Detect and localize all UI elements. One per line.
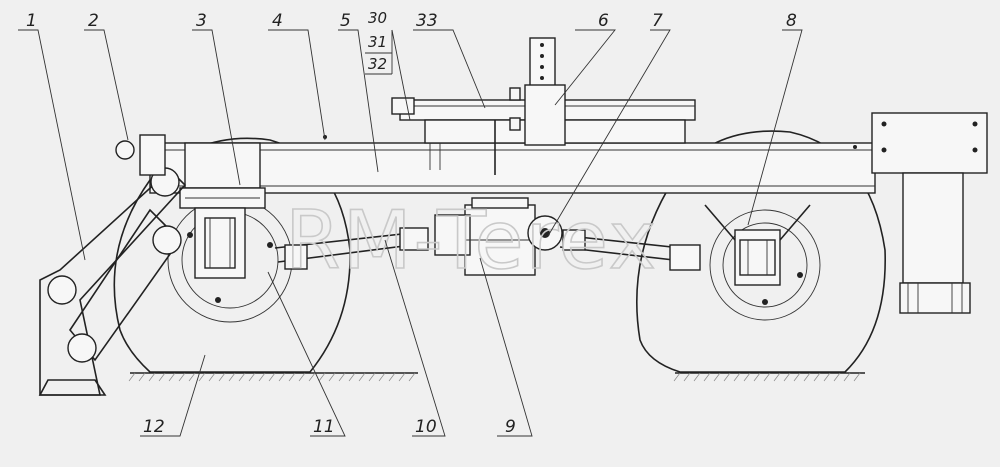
callout-9: 9 bbox=[505, 417, 516, 437]
callout-10: 10 bbox=[415, 417, 437, 437]
callout-6: 6 bbox=[598, 11, 609, 31]
callout-2: 2 bbox=[88, 11, 99, 31]
drive-shaft-left bbox=[274, 227, 429, 270]
ground-left bbox=[128, 372, 418, 382]
leader-lines bbox=[18, 29, 803, 437]
suspension-bracket-right bbox=[704, 204, 811, 286]
drive-shaft-right bbox=[559, 229, 701, 271]
front-stand bbox=[38, 134, 187, 396]
callout-4: 4 bbox=[272, 11, 283, 31]
callout-3: 3 bbox=[196, 11, 207, 31]
rear-mount bbox=[871, 112, 988, 314]
frame-beam bbox=[149, 135, 876, 194]
callout-5: 5 bbox=[340, 11, 351, 31]
callout-11: 11 bbox=[313, 417, 335, 437]
callout-33: 33 bbox=[416, 11, 438, 31]
callout-32: 32 bbox=[368, 55, 387, 73]
gearbox bbox=[434, 197, 563, 276]
callout-12: 12 bbox=[143, 417, 165, 437]
callout-30: 30 bbox=[368, 9, 387, 27]
mast bbox=[509, 37, 566, 146]
callout-31: 31 bbox=[368, 33, 387, 51]
ground-right bbox=[673, 372, 865, 382]
callout-1: 1 bbox=[26, 11, 37, 31]
suspension-bracket-left bbox=[179, 142, 266, 279]
callout-7: 7 bbox=[652, 11, 663, 31]
watermark-text: RM-Terex bbox=[285, 194, 658, 287]
callout-8: 8 bbox=[786, 11, 797, 31]
callout-labels: 1 2 3 4 5 30 31 32 33 6 7 8 12 11 10 9 bbox=[26, 9, 797, 437]
